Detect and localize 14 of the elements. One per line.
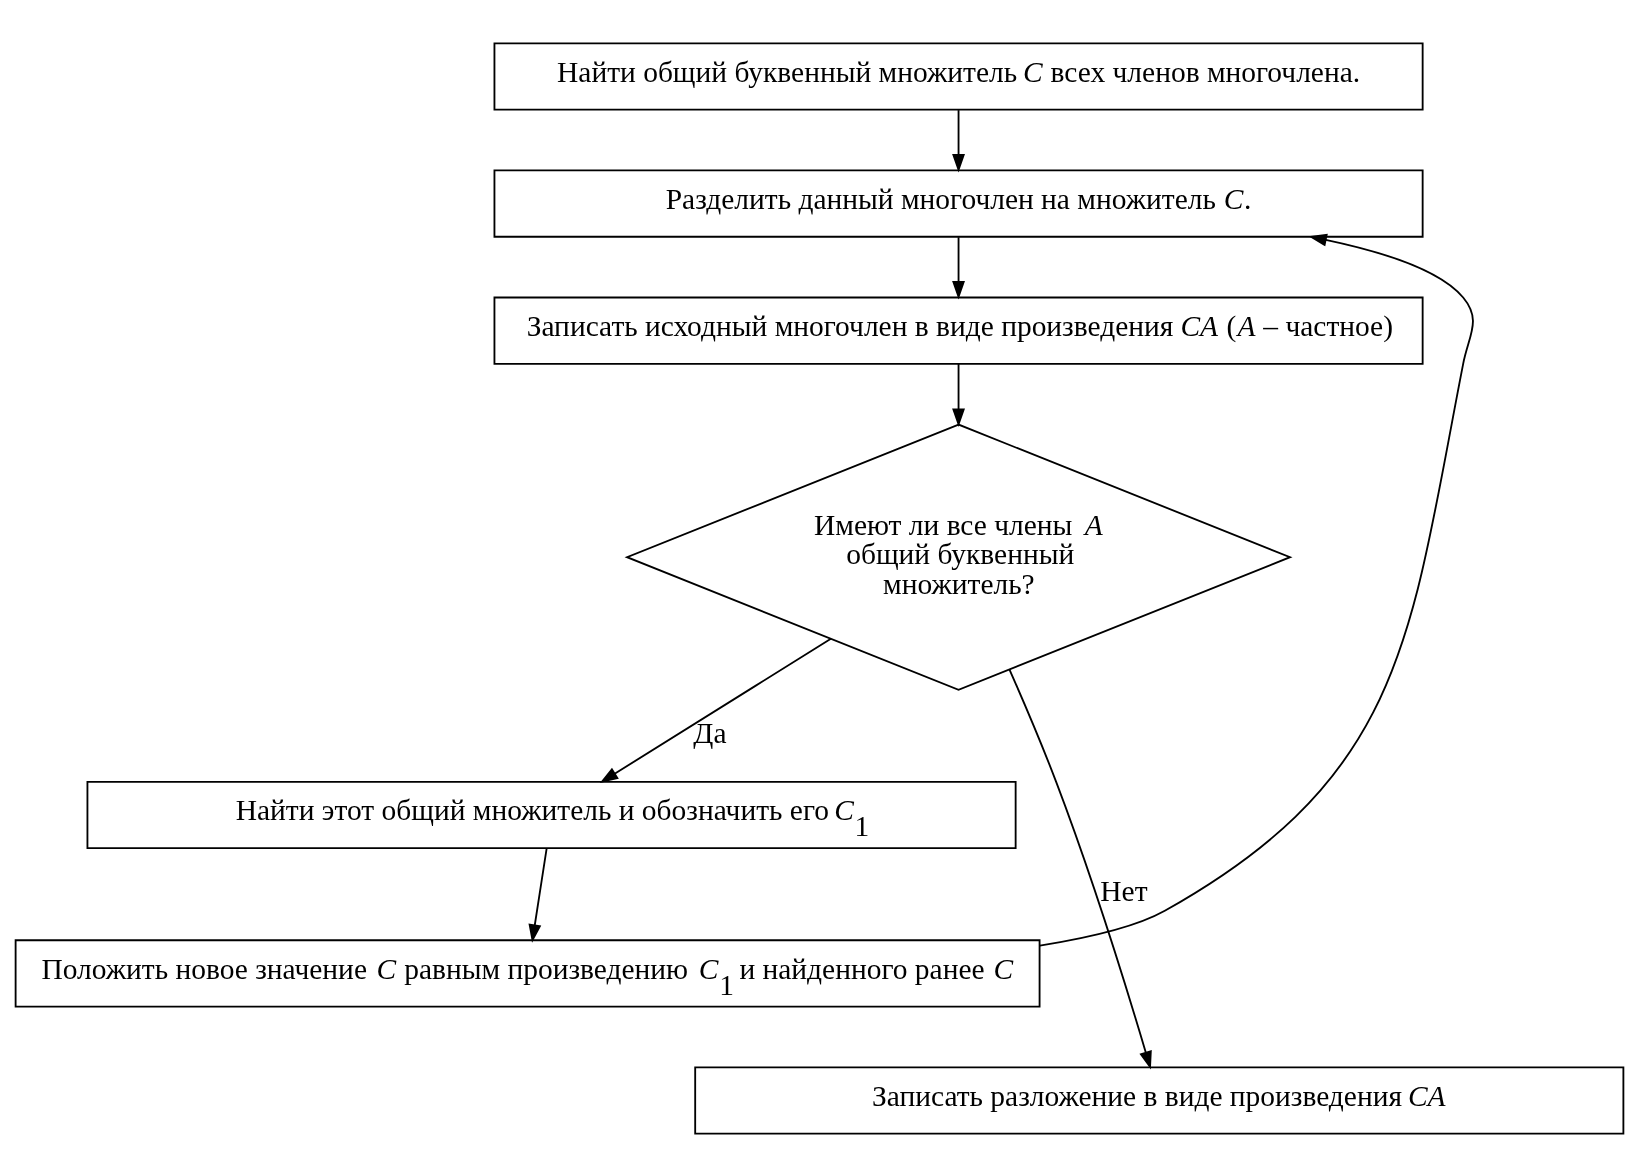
edge-label: Да xyxy=(693,716,727,749)
arrow xyxy=(1008,668,1152,1069)
node-box: Записать разложение в виде произведения CA xyxy=(694,1065,1625,1135)
node-box: Найти общий буквенный множитель C всех членов многочлена. xyxy=(493,41,1424,111)
arrow xyxy=(952,362,965,427)
arrow xyxy=(599,637,832,783)
edge-label: Нет xyxy=(1100,874,1148,907)
arrow xyxy=(1039,233,1474,947)
arrow xyxy=(952,108,965,172)
node-box: Записать исходный многочлен в виде произведения CA (A – частное) xyxy=(493,296,1424,365)
arrow xyxy=(528,847,548,943)
node-box: Разделить данный многочлен на множитель C. xyxy=(493,169,1424,238)
node-diamond: Имеют ли все члены A общий буквенный множитель? xyxy=(624,423,1293,691)
arrow xyxy=(952,235,965,299)
